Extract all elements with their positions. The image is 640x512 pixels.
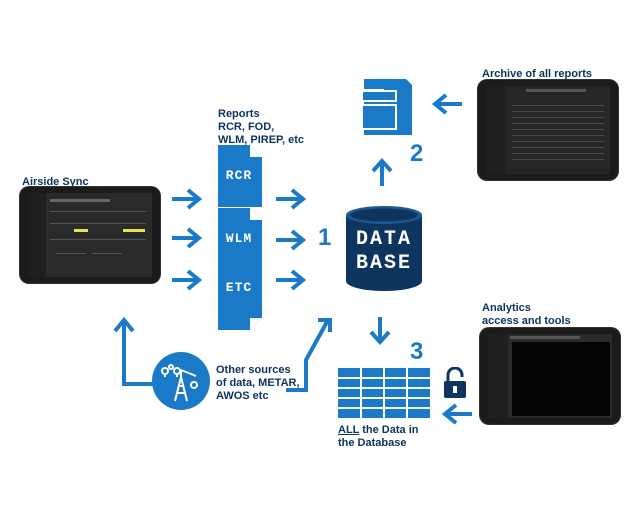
analytics-label: Analytics access and tools [482, 302, 571, 327]
arrow-up-icon [371, 158, 393, 186]
all-data-label: ALL the Data in the Database [338, 424, 419, 449]
archive-label: Archive of all reports [482, 68, 593, 80]
archive-tablet [478, 80, 618, 180]
arrow-left-icon [441, 403, 472, 425]
document-icon-etc: ETC [218, 268, 262, 330]
airside-sync-tablet [20, 187, 160, 283]
padlock-icon [442, 366, 468, 399]
arrow-right-icon [276, 188, 307, 210]
step-2-label: 2 [410, 140, 424, 167]
arrow-right-icon [172, 269, 203, 291]
weather-tower-icon [152, 352, 210, 410]
reports-label: Reports RCR, FOD, WLM, PIREP, etc [218, 108, 304, 146]
table-icon [338, 368, 430, 418]
step-3-label: 3 [410, 338, 424, 365]
step-1-label: 1 [318, 224, 332, 251]
other-sources-label: Other sources of data, METAR, AWOS etc [216, 364, 300, 402]
arrow-down-icon [369, 317, 391, 345]
arrow-right-icon [172, 227, 203, 249]
arrow-left-icon [431, 93, 462, 115]
document-icon-rcr: RCR [218, 145, 262, 207]
arrow-diagonal-connector-icon [286, 318, 332, 392]
document-icon-wlm: WLM [218, 208, 262, 270]
analytics-tablet [480, 328, 620, 424]
airside-sync-label: Airside Sync [22, 176, 89, 188]
database-icon: DATA BASE [344, 205, 424, 293]
arrow-right-icon [276, 229, 307, 251]
folder-cabinet-icon [358, 77, 414, 137]
arrow-up-connector-icon [113, 316, 156, 386]
arrow-right-icon [172, 188, 203, 210]
arrow-right-icon [276, 269, 307, 291]
